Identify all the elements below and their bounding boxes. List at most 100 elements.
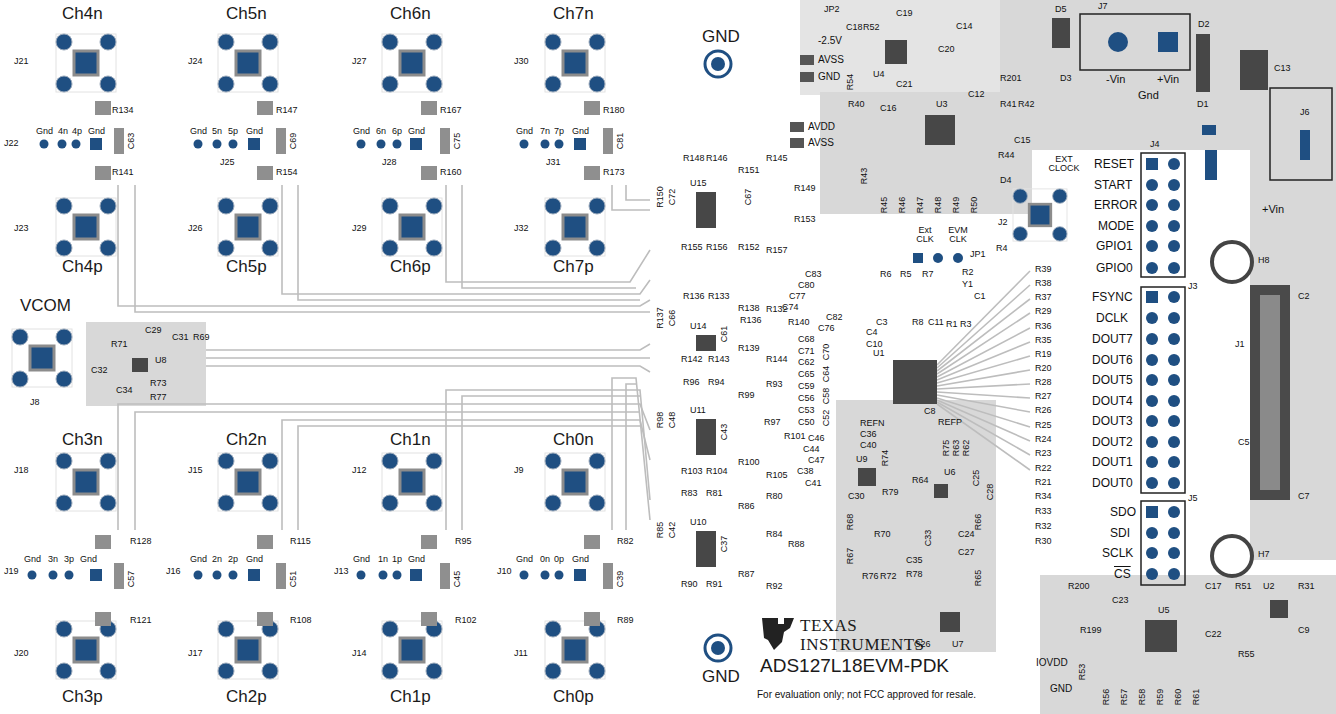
silkscreen-label: R91 — [706, 580, 723, 589]
signal-name: SCLK — [1102, 547, 1133, 559]
silkscreen-label: C82 — [826, 313, 843, 322]
silkscreen-label: C77 — [789, 292, 806, 301]
silkscreen-label: R55 — [1238, 650, 1255, 659]
silkscreen-label: R3 — [960, 320, 972, 329]
silkscreen-label: R60 — [1174, 689, 1183, 706]
silkscreen-label: C10 — [866, 340, 883, 349]
silkscreen-label: C56 — [798, 394, 815, 403]
silkscreen-label: C38 — [797, 467, 814, 476]
silkscreen-label: C30 — [848, 492, 865, 501]
silkscreen-label: 3p — [64, 555, 74, 564]
silkscreen-label: GND — [818, 72, 840, 82]
silkscreen-label: -2.5V — [818, 36, 842, 46]
heading-label: VCOM — [20, 297, 71, 314]
silkscreen-label: R81 — [706, 489, 723, 498]
silkscreen-label: R20 — [1035, 364, 1052, 373]
silkscreen-label: R36 — [1035, 322, 1052, 331]
silkscreen-label: C71 — [798, 347, 815, 356]
silkscreen-label: J4 — [1150, 140, 1160, 149]
silkscreen-label: R68 — [846, 514, 855, 531]
reference-pour — [836, 400, 996, 652]
silkscreen-label: 7n — [540, 127, 550, 136]
sma-connector — [382, 621, 442, 679]
silkscreen-label: R147 — [276, 106, 298, 115]
silkscreen-label: R41 — [1000, 100, 1017, 109]
silkscreen-label: R143 — [708, 355, 730, 364]
silkscreen-label: C19 — [896, 9, 913, 18]
silkscreen-label: C48 — [668, 412, 677, 429]
signal-name: -Vin — [1106, 74, 1125, 85]
silkscreen-label: R77 — [150, 393, 167, 402]
silkscreen-label: R40 — [848, 100, 865, 109]
silkscreen-label: C15 — [1014, 136, 1031, 145]
silkscreen-label: C61 — [720, 326, 729, 343]
silkscreen-label: J29 — [352, 224, 367, 233]
sma-connector — [56, 198, 116, 256]
silkscreen-label: C40 — [860, 441, 877, 450]
heading-label: Ch7p — [553, 258, 594, 275]
silkscreen-label: R142 — [681, 355, 703, 364]
silkscreen-label: REFN — [860, 419, 885, 428]
silkscreen-label: 5p — [228, 127, 238, 136]
silkscreen-label: J24 — [188, 57, 203, 66]
sma-connector — [382, 34, 442, 92]
silkscreen-label: U10 — [690, 518, 707, 527]
silkscreen-label: R138 — [738, 304, 760, 313]
test-points — [705, 51, 731, 661]
sma-connector — [545, 453, 605, 511]
silkscreen-label: U11 — [690, 406, 706, 415]
silkscreen-label: C8 — [924, 407, 936, 416]
header-outlines — [1080, 14, 1332, 585]
silkscreen-label: C12 — [968, 90, 985, 99]
silkscreen-label: R99 — [738, 391, 755, 400]
silkscreen-label: 3n — [48, 555, 58, 564]
silkscreen-label: R93 — [766, 380, 783, 389]
signal-name: SDO — [1110, 506, 1136, 518]
silkscreen-label: C23 — [1112, 596, 1129, 605]
silkscreen-label: R76 — [862, 572, 879, 581]
silkscreen-label: 0p — [554, 555, 564, 564]
heading-label: Ch0n — [553, 431, 594, 448]
silkscreen-label: C59 — [798, 382, 815, 391]
silkscreen-label: Gnd — [408, 127, 425, 136]
silkscreen-label: C33 — [924, 530, 933, 547]
signal-name: ERROR — [1094, 199, 1137, 211]
heading-label: ADS127L18EVM-PDK — [760, 656, 949, 675]
iovdd-pour — [1040, 575, 1336, 714]
signal-name: DOUT3 — [1092, 415, 1133, 427]
heading-label: Ch2p — [226, 688, 267, 705]
silkscreen-label: R29 — [1035, 307, 1052, 316]
silkscreen-label: C3 — [876, 318, 888, 327]
silkscreen-label: R102 — [455, 616, 477, 625]
silkscreen-label: R145 — [766, 154, 788, 163]
silkscreen-label: R24 — [1035, 435, 1052, 444]
silkscreen-label: J16 — [166, 567, 181, 576]
silkscreen-label: Gnd — [190, 555, 207, 564]
silkscreen-label: JP1 — [970, 250, 986, 259]
silkscreen-label: R2 — [962, 268, 974, 277]
sma-connector — [218, 453, 278, 511]
silkscreen-label: R180 — [603, 106, 625, 115]
silkscreen-label: 1p — [392, 555, 402, 564]
silkscreen-label: C17 — [1205, 582, 1222, 591]
silkscreen-label: R54 — [846, 74, 855, 91]
silkscreen-label: C51 — [289, 571, 298, 588]
adc-chip — [893, 360, 937, 404]
silkscreen-label: 2p — [228, 555, 238, 564]
silkscreen-label: R92 — [766, 582, 783, 591]
silkscreen-label: R8 — [912, 318, 924, 327]
power-pour — [1000, 0, 1336, 560]
heading-label: Ch5n — [226, 5, 267, 22]
signal-name: GPIO0 — [1096, 262, 1133, 274]
silkscreen-label: U8 — [155, 356, 167, 365]
silkscreen-label: 5n — [212, 127, 222, 136]
silkscreen-label: D3 — [1060, 74, 1072, 83]
silkscreen-label: R96 — [683, 378, 700, 387]
silkscreen-label: R66 — [974, 514, 983, 531]
silkscreen-label: R22 — [1035, 464, 1052, 473]
silkscreen-label: C1 — [974, 292, 986, 301]
silkscreen-label: C11 — [928, 318, 944, 327]
silkscreen-label: J5 — [1188, 494, 1198, 503]
signal-name: SDI — [1110, 527, 1130, 539]
silkscreen-label: For evaluation only; not FCC approved fo… — [757, 690, 976, 700]
